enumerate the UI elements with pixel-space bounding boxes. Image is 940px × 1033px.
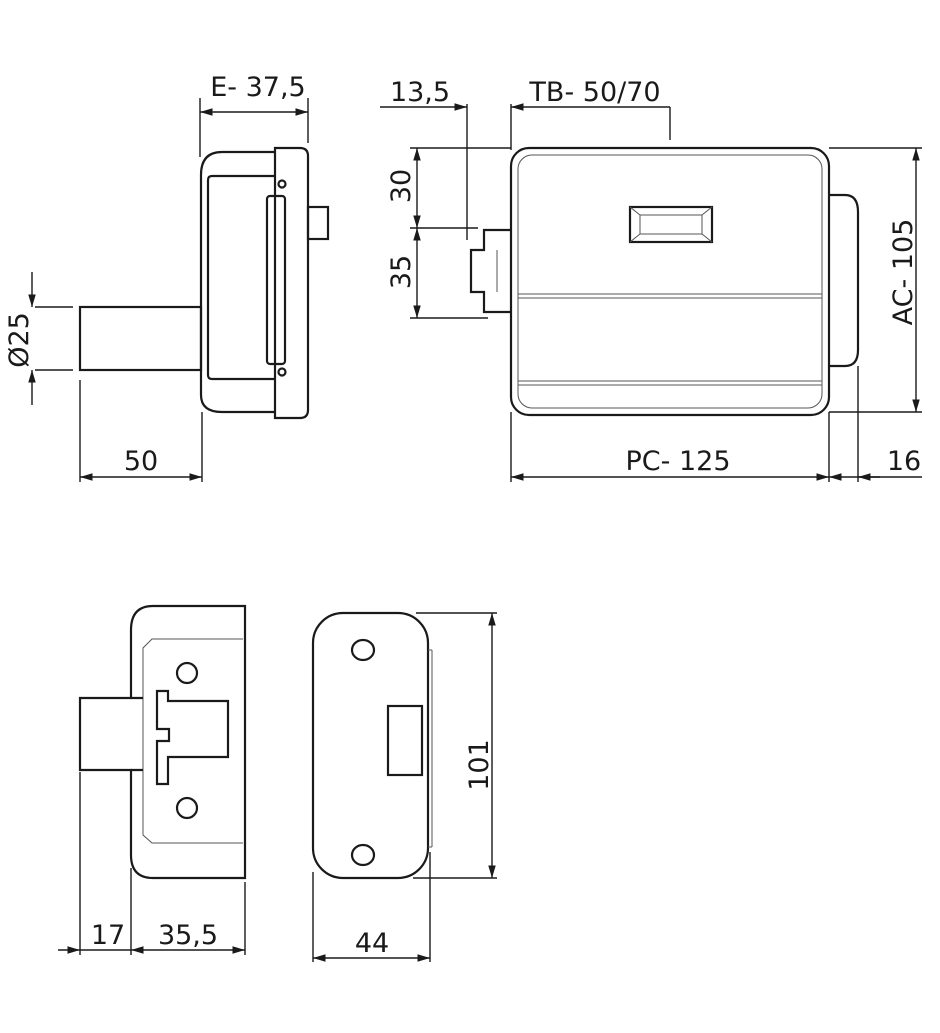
strike-plate-view: 101 44 bbox=[311, 611, 497, 962]
dim-top-offset: 30 bbox=[386, 169, 417, 203]
keeper-view: 17 35,5 bbox=[58, 604, 247, 955]
dim-cylinder-length: 50 bbox=[124, 446, 158, 477]
dim-keeper-tongue: 17 bbox=[91, 920, 125, 951]
dim-backset: TB- 50/70 bbox=[528, 77, 660, 108]
side-view: E- 37,5 Ø25 50 bbox=[4, 72, 330, 482]
dim-strike-height: 101 bbox=[464, 739, 495, 791]
dim-bolt-height: 35 bbox=[386, 255, 417, 289]
dim-keeper-depth: 35,5 bbox=[158, 920, 218, 951]
dim-body-length: PC- 125 bbox=[626, 446, 731, 477]
dim-knob-depth: 16 bbox=[887, 446, 921, 477]
dim-bolt-offset: 13,5 bbox=[390, 77, 450, 108]
dim-cylinder-diameter: Ø25 bbox=[4, 312, 35, 368]
dim-body-height: AC- 105 bbox=[888, 219, 919, 326]
dim-strike-width: 44 bbox=[355, 928, 389, 959]
front-view: 13,5 TB- 50/70 30 35 AC- 105 PC- 125 16 bbox=[380, 77, 922, 482]
dim-side-width: E- 37,5 bbox=[210, 72, 306, 103]
